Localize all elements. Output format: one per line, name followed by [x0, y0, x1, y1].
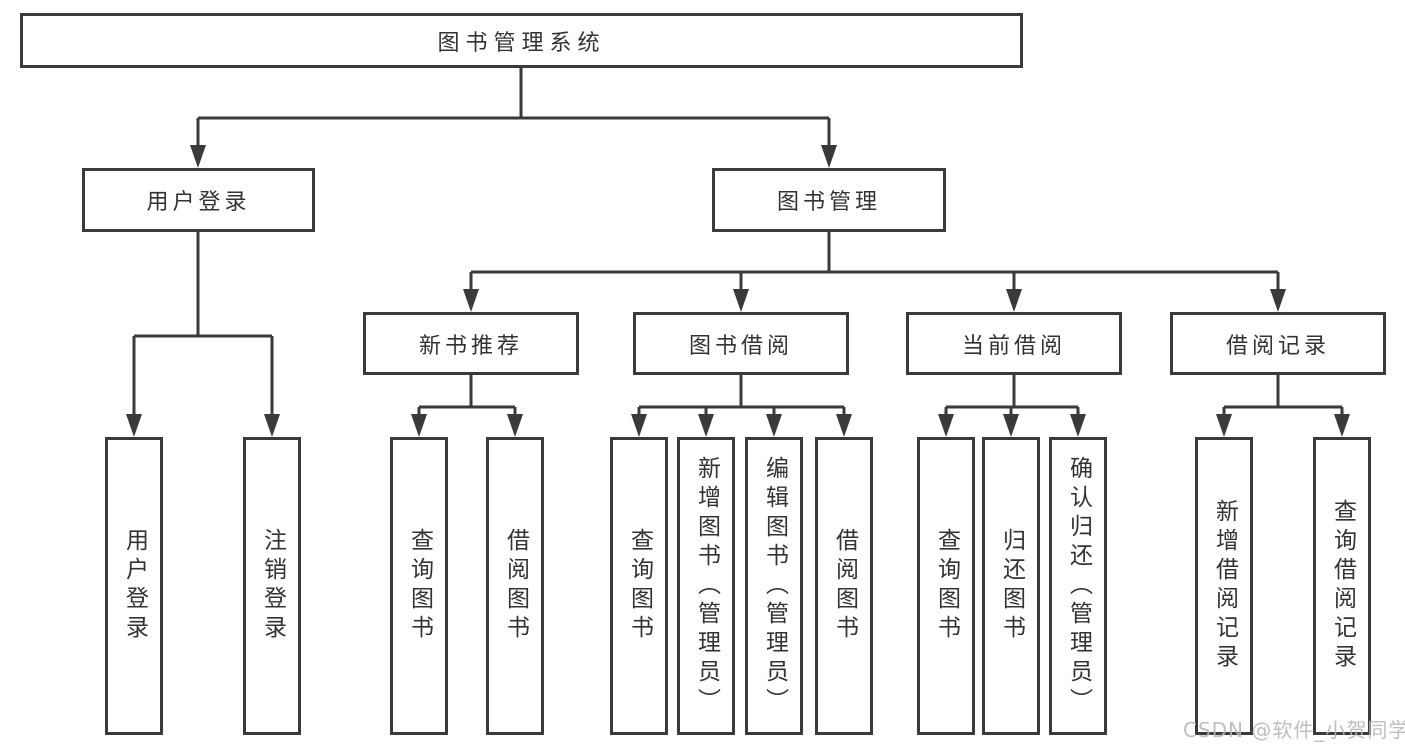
leaf-query-books-borrowing-label: 查询图书	[626, 528, 653, 644]
node-root: 图书管理系统	[20, 13, 1023, 68]
node-current-borrowing-label: 当前借阅	[961, 333, 1066, 359]
node-book-management: 图书管理	[712, 168, 946, 232]
node-borrowing-records-label: 借阅记录	[1225, 333, 1330, 359]
node-user-login-label: 用户登录	[146, 190, 251, 215]
node-book-borrowing-label: 图书借阅	[688, 333, 793, 359]
leaf-return-books-label: 归还图书	[998, 528, 1025, 644]
node-user-login: 用户登录	[82, 168, 315, 232]
leaf-edit-books-admin: 编辑图书（管理员）	[745, 437, 803, 735]
leaf-confirm-return-admin-label: 确认归还（管理员）	[1065, 455, 1092, 717]
leaf-user-login-label: 用户登录	[121, 528, 148, 644]
leaf-add-books-admin: 新增图书（管理员）	[677, 437, 735, 735]
node-book-borrowing: 图书借阅	[633, 312, 849, 375]
leaf-query-borrow-record: 查询借阅记录	[1313, 437, 1371, 735]
leaf-query-books-recommend-label: 查询图书	[406, 528, 433, 644]
leaf-borrow-books-label: 借阅图书	[831, 528, 858, 644]
leaf-return-books: 归还图书	[982, 437, 1040, 735]
leaf-query-borrow-record-label: 查询借阅记录	[1329, 499, 1356, 673]
node-book-management-label: 图书管理	[776, 190, 881, 215]
leaf-logout: 注销登录	[243, 437, 301, 735]
leaf-logout-label: 注销登录	[259, 528, 286, 644]
leaf-user-login: 用户登录	[105, 437, 163, 735]
leaf-query-books-current-label: 查询图书	[933, 528, 960, 644]
leaf-confirm-return-admin: 确认归还（管理员）	[1049, 437, 1107, 735]
leaf-add-borrow-record-label: 新增借阅记录	[1211, 499, 1238, 673]
node-new-book-recommend-label: 新书推荐	[418, 333, 523, 359]
csdn-watermark: CSDN @软件_小贺同学	[1183, 718, 1405, 742]
leaf-add-books-admin-label: 新增图书（管理员）	[693, 455, 720, 717]
node-root-label: 图书管理系统	[437, 30, 606, 56]
leaf-query-books-current: 查询图书	[917, 437, 975, 735]
leaf-borrow-books: 借阅图书	[815, 437, 873, 735]
leaf-query-books-recommend: 查询图书	[390, 437, 448, 735]
node-borrowing-records: 借阅记录	[1170, 312, 1386, 375]
leaf-add-borrow-record: 新增借阅记录	[1195, 437, 1253, 735]
node-current-borrowing: 当前借阅	[906, 312, 1122, 375]
node-new-book-recommend: 新书推荐	[363, 312, 579, 375]
leaf-borrow-books-recommend: 借阅图书	[486, 437, 544, 735]
leaf-query-books-borrowing: 查询图书	[610, 437, 668, 735]
leaf-edit-books-admin-label: 编辑图书（管理员）	[761, 455, 788, 717]
leaf-borrow-books-recommend-label: 借阅图书	[502, 528, 529, 644]
